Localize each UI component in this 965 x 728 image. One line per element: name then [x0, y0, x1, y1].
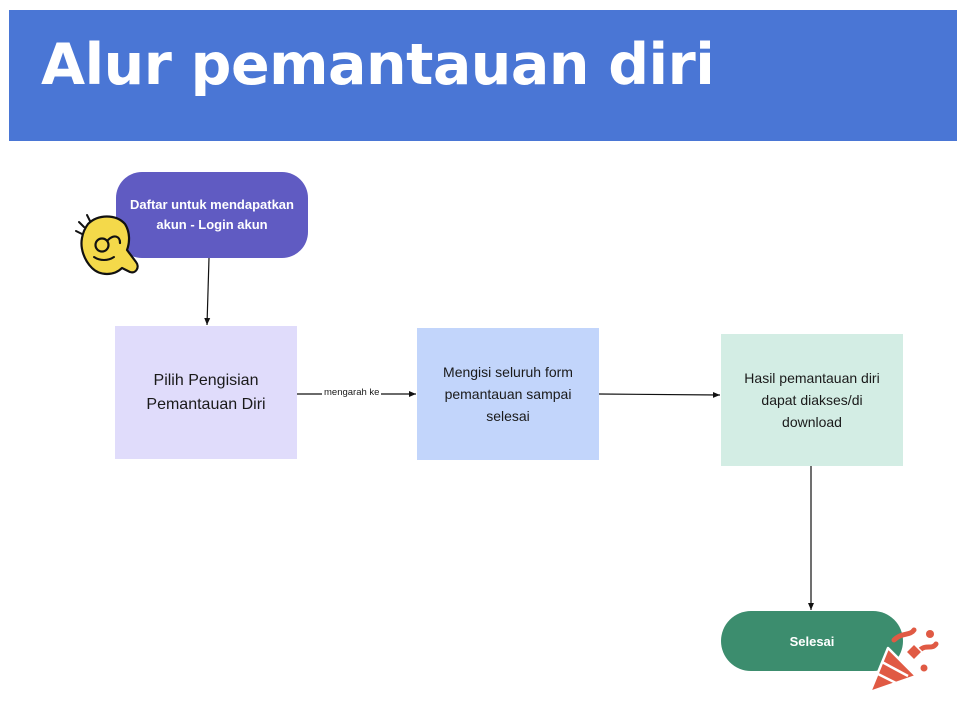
- hasil-node-label: Hasil pemantauan diri dapat diakses/di d…: [744, 370, 880, 430]
- title-banner: Alur pemantauan diri: [9, 10, 957, 141]
- start-node: Daftar untuk mendapatkan akun - Login ak…: [116, 172, 308, 258]
- ok-hand-icon: [75, 214, 139, 276]
- isi-node-label: Mengisi seluruh form pemantauan sampai s…: [443, 364, 573, 424]
- selesai-node: Selesai: [721, 611, 903, 671]
- start-node-label: Daftar untuk mendapatkan akun - Login ak…: [130, 197, 294, 232]
- page-title: Alur pemantauan diri: [41, 32, 715, 98]
- arrow-isi-to-hasil: [598, 391, 721, 398]
- selesai-node-label: Selesai: [789, 633, 835, 649]
- pilih-node: Pilih Pengisian Pemantauan Diri: [115, 326, 297, 459]
- arrow-start-to-pilih: [204, 257, 211, 326]
- hasil-node: Hasil pemantauan diri dapat diakses/di d…: [721, 334, 903, 466]
- party-popper-icon: [868, 627, 939, 694]
- edge-label-pilih-to-isi: mengarah ke: [322, 387, 382, 398]
- isi-node: Mengisi seluruh form pemantauan sampai s…: [417, 328, 599, 460]
- pilih-node-label: Pilih Pengisian Pemantauan Diri: [146, 371, 266, 413]
